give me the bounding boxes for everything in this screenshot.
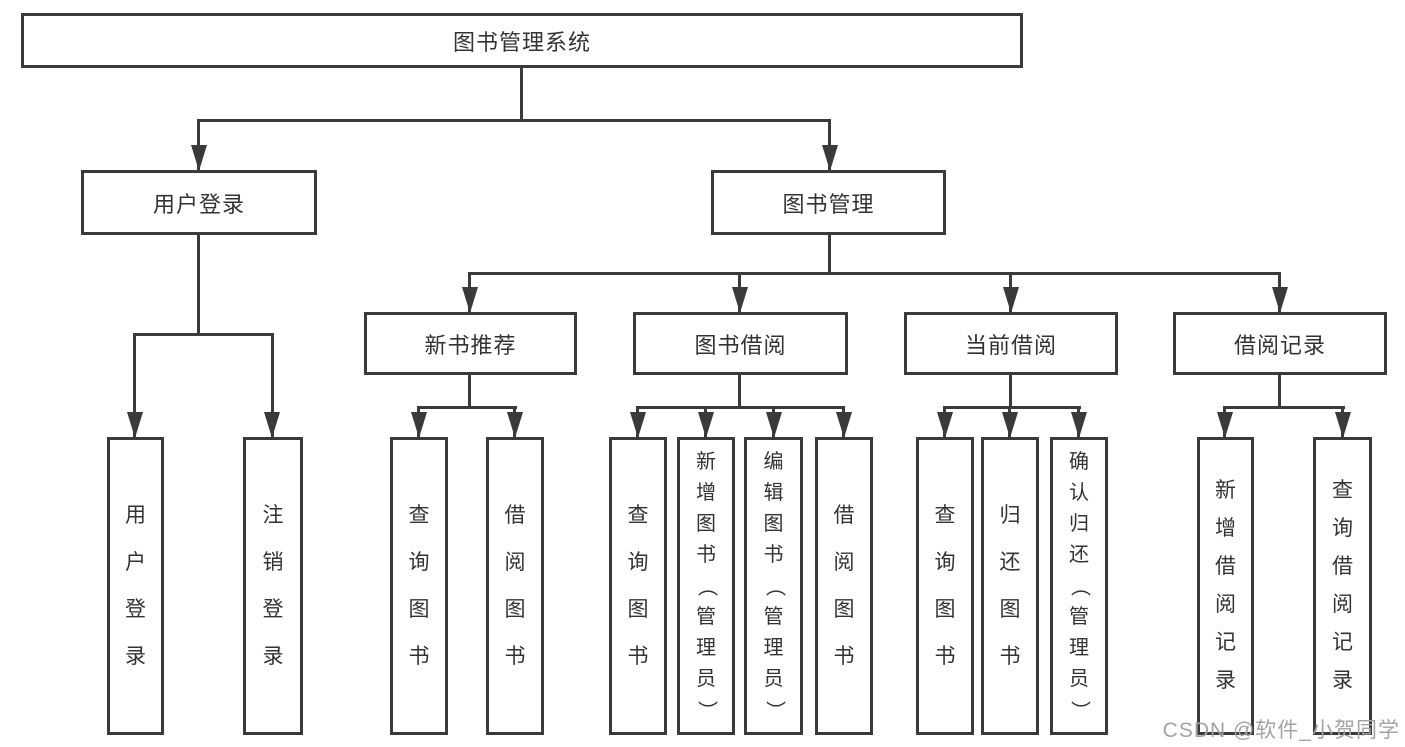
arrow-down-icon — [822, 145, 838, 171]
leaf-add-books-admin: 新增图书（管理员） — [677, 437, 735, 735]
leaf-query-books-recommend-label: 查询图书 — [408, 504, 430, 668]
leaf-user-login-label: 用户登录 — [125, 504, 146, 668]
node-root-label: 图书管理系统 — [452, 29, 591, 55]
connector — [828, 233, 831, 275]
leaf-query-books-recommend: 查询图书 — [390, 437, 448, 735]
connector — [520, 68, 523, 121]
connector — [271, 333, 274, 438]
node-new-book-recommend: 新书推荐 — [364, 312, 577, 375]
node-root: 图书管理系统 — [21, 13, 1023, 68]
leaf-borrow-books-recommend-label: 借阅图书 — [504, 504, 526, 668]
arrow-down-icon — [698, 412, 714, 438]
arrow-down-icon — [937, 412, 953, 438]
arrow-down-icon — [630, 412, 646, 438]
connector — [1223, 406, 1345, 409]
arrow-down-icon — [507, 412, 523, 438]
connector — [468, 272, 1281, 275]
connector — [738, 373, 741, 408]
connector — [1009, 373, 1012, 408]
arrow-down-icon — [1335, 412, 1351, 438]
arrow-down-icon — [1003, 287, 1019, 313]
leaf-query-books-current: 查询图书 — [916, 437, 974, 735]
arrow-down-icon — [836, 412, 852, 438]
leaf-logout-label: 注销登录 — [262, 504, 284, 668]
leaf-query-books-borrow: 查询图书 — [609, 437, 667, 735]
node-borrow-records: 借阅记录 — [1173, 312, 1387, 375]
node-borrow-records-label: 借阅记录 — [1233, 332, 1326, 358]
node-book-management-label: 图书管理 — [782, 191, 875, 217]
leaf-edit-books-admin-label: 编辑图书（管理员） — [763, 450, 785, 721]
connector — [133, 333, 136, 438]
arrow-down-icon — [264, 412, 280, 438]
connector — [133, 333, 274, 336]
connector — [1278, 373, 1281, 408]
connector — [417, 406, 517, 409]
leaf-borrow-books-recommend: 借阅图书 — [486, 437, 544, 735]
arrow-down-icon — [127, 412, 143, 438]
watermark: CSDN @软件_小贺同学 — [1162, 719, 1400, 742]
connector — [197, 119, 831, 122]
arrow-down-icon — [732, 287, 748, 313]
node-user-login-label: 用户登录 — [152, 191, 245, 217]
node-current-borrow-label: 当前借阅 — [964, 332, 1057, 358]
leaf-query-books-current-label: 查询图书 — [934, 504, 956, 668]
leaf-return-books: 归还图书 — [981, 437, 1039, 735]
connector — [943, 406, 1081, 409]
leaf-add-books-admin-label: 新增图书（管理员） — [695, 450, 718, 721]
leaf-query-borrow-record: 查询借阅记录 — [1313, 437, 1372, 735]
node-user-login: 用户登录 — [81, 170, 317, 235]
leaf-confirm-return-admin-label: 确认归还（管理员） — [1068, 450, 1091, 721]
node-current-borrow: 当前借阅 — [904, 312, 1118, 375]
leaf-query-borrow-record-label: 查询借阅记录 — [1332, 479, 1353, 692]
connector — [636, 406, 845, 409]
arrow-down-icon — [462, 287, 478, 313]
node-book-borrow-label: 图书借阅 — [694, 332, 787, 358]
leaf-user-login: 用户登录 — [107, 437, 164, 735]
node-book-management: 图书管理 — [711, 170, 946, 235]
node-new-book-recommend-label: 新书推荐 — [424, 332, 517, 358]
leaf-query-books-borrow-label: 查询图书 — [627, 504, 649, 668]
leaf-borrow-books-label: 借阅图书 — [833, 504, 855, 668]
leaf-add-borrow-record: 新增借阅记录 — [1197, 437, 1254, 735]
leaf-add-borrow-record-label: 新增借阅记录 — [1215, 479, 1236, 692]
arrow-down-icon — [1217, 412, 1233, 438]
connector — [197, 233, 200, 336]
connector — [468, 373, 471, 408]
arrow-down-icon — [1272, 287, 1288, 313]
leaf-logout: 注销登录 — [243, 437, 303, 735]
leaf-borrow-books: 借阅图书 — [815, 437, 873, 735]
arrow-down-icon — [1071, 412, 1087, 438]
arrow-down-icon — [766, 412, 782, 438]
leaf-return-books-label: 归还图书 — [999, 504, 1021, 668]
arrow-down-icon — [1002, 412, 1018, 438]
arrow-down-icon — [411, 412, 427, 438]
arrow-down-icon — [191, 145, 207, 171]
leaf-confirm-return-admin: 确认归还（管理员） — [1050, 437, 1108, 735]
node-book-borrow: 图书借阅 — [633, 312, 848, 375]
leaf-edit-books-admin: 编辑图书（管理员） — [744, 437, 803, 735]
